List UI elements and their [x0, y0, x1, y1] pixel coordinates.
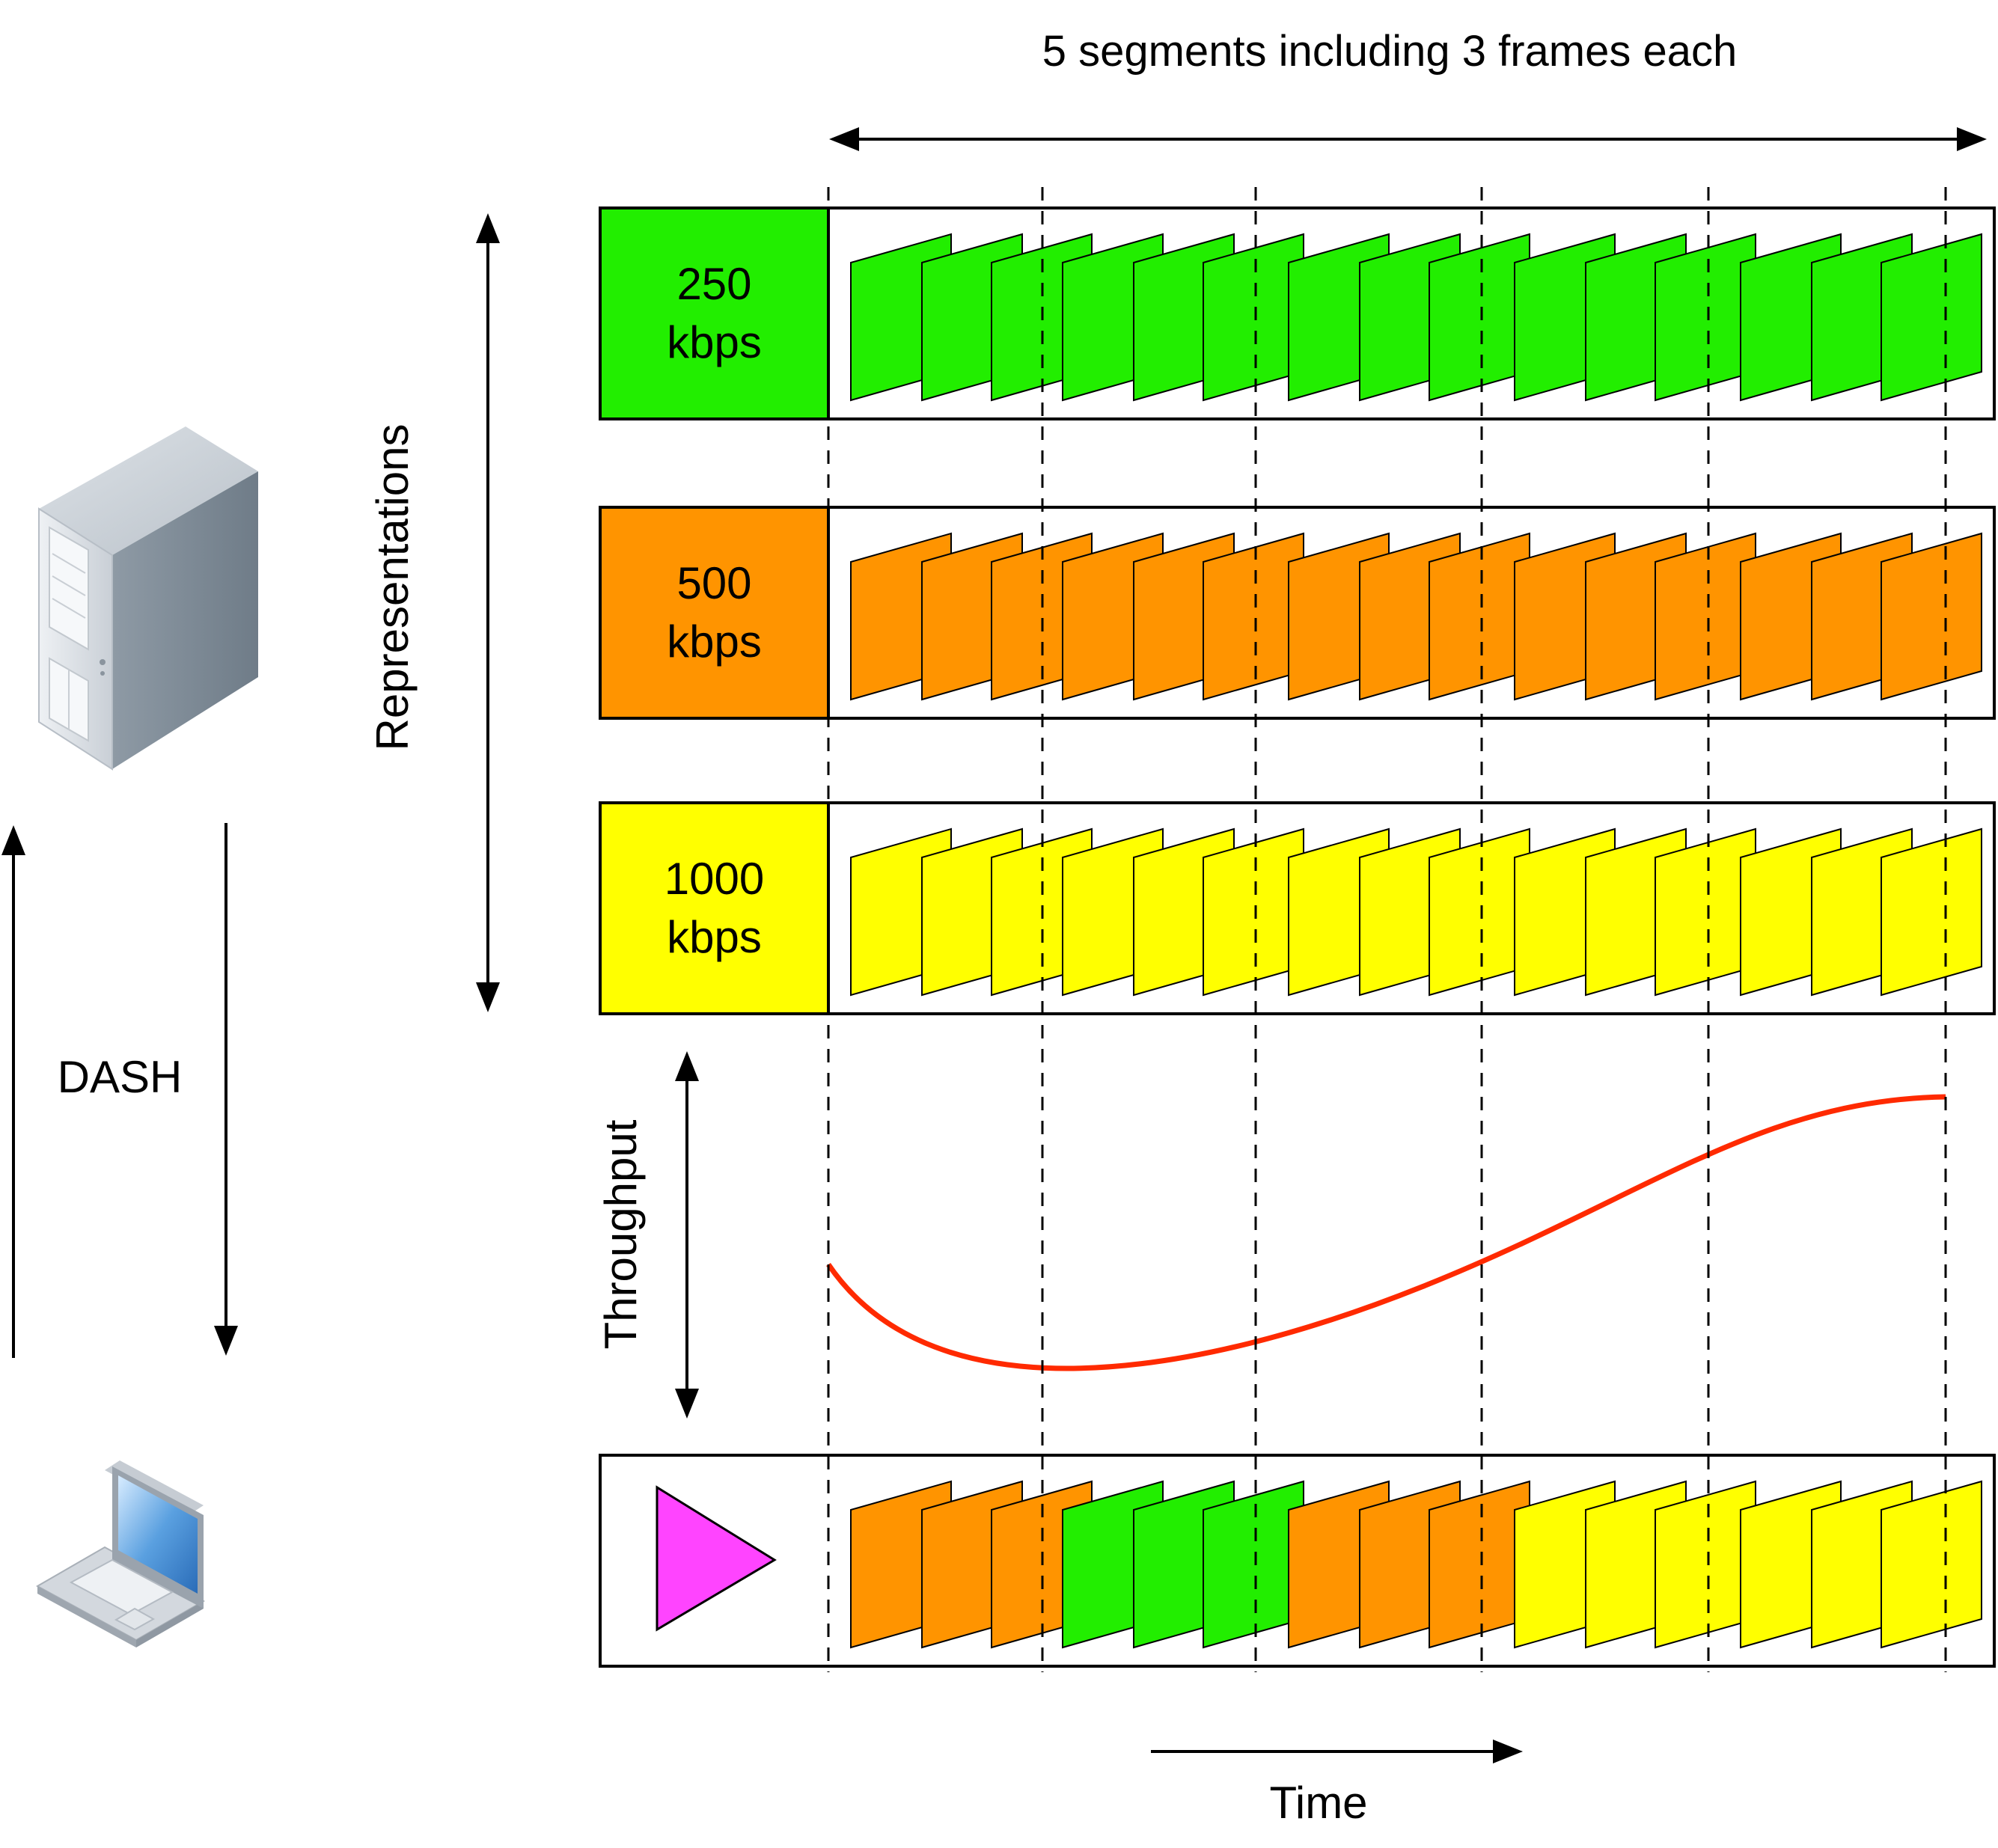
title: 5 segments including 3 frames each: [1042, 27, 1738, 76]
time-arrow: [1151, 1740, 1523, 1763]
frame: [1881, 827, 1982, 997]
server-icon: [38, 426, 258, 771]
playback-frame: [1881, 1480, 1982, 1649]
representation-row: 250 kbps: [599, 206, 1996, 420]
throughput-curve: [826, 1094, 1946, 1371]
playback-row: [599, 1454, 1996, 1668]
dash-label: DASH: [58, 1052, 183, 1102]
segments-span-arrow: [829, 127, 1987, 151]
representations-label: Representations: [367, 424, 418, 751]
frame: [1881, 532, 1982, 701]
laptop-icon: [35, 1460, 206, 1647]
bitrate-swatch: [599, 506, 830, 720]
dash-up-arrow: [1, 825, 25, 1358]
representation-rows: 250 kbps 500 kbps 1000 kbps: [599, 206, 1996, 1015]
bitrate-value: 250: [676, 259, 751, 309]
bitrate-unit: kbps: [667, 317, 762, 367]
dash-down-arrow: [214, 823, 238, 1356]
bitrate-swatch: [599, 206, 830, 420]
bitrate-value: 1000: [665, 854, 764, 904]
frame: [1881, 233, 1982, 402]
time-label: Time: [1269, 1778, 1367, 1828]
representation-row: 500 kbps: [599, 506, 1996, 720]
play-icon[interactable]: [656, 1485, 777, 1632]
bitrate-unit: kbps: [667, 912, 762, 962]
bitrate-unit: kbps: [667, 616, 762, 667]
bitrate-swatch: [599, 801, 830, 1015]
representation-row: 1000 kbps: [599, 801, 1996, 1015]
representations-arrow: [476, 213, 500, 1012]
bitrate-value: 500: [676, 558, 751, 608]
throughput-arrow: [675, 1051, 699, 1419]
throughput-label: Throughput: [596, 1119, 646, 1349]
segment-boundaries: [827, 187, 1947, 1672]
